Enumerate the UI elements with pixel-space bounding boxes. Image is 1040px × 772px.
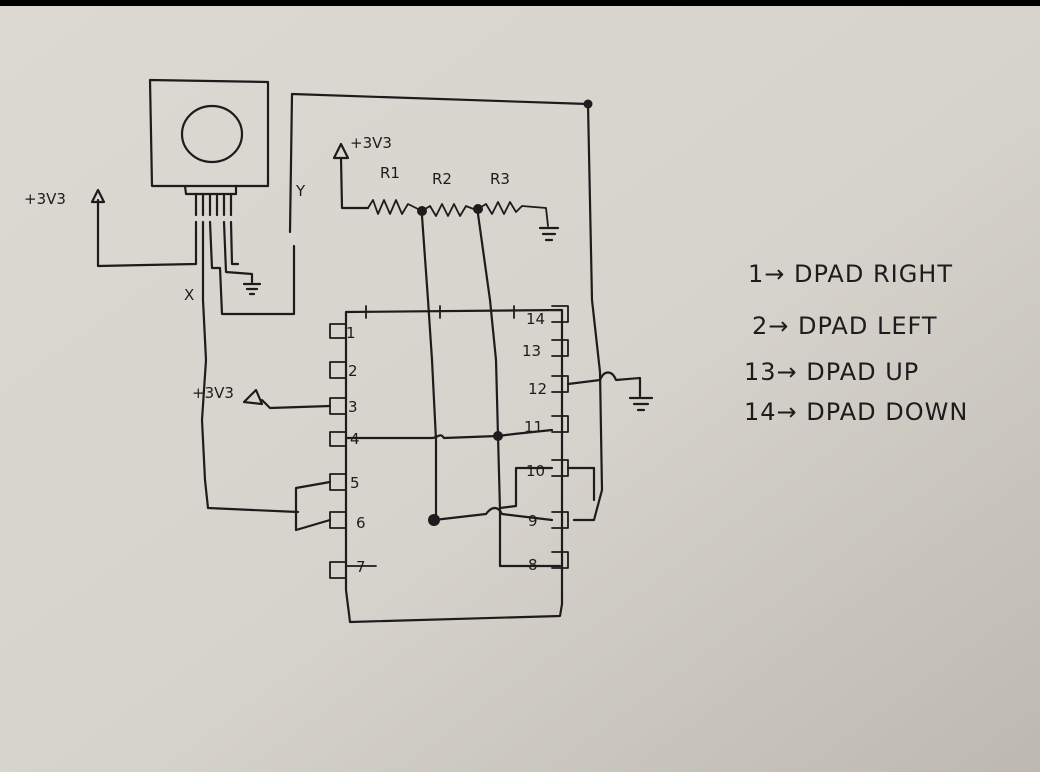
supply-label-left: +3V3 xyxy=(24,190,66,208)
supply-label-mid: +3V3 xyxy=(192,384,234,402)
resistor-r1-label: R1 xyxy=(380,164,400,182)
chip-right-pin-numbers: 14 13 12 11 10 9 8 xyxy=(522,310,547,574)
legend-line-1: 1→ DPAD RIGHT xyxy=(748,260,953,288)
resistor-r3-label: R3 xyxy=(490,170,510,188)
resistor-r1 xyxy=(367,199,421,215)
resistor-r2-label: R2 xyxy=(432,170,452,188)
supply-label-top: +3V3 xyxy=(350,134,392,152)
joystick-knob xyxy=(180,104,244,164)
paper-background xyxy=(0,6,1040,772)
pin-label-9: 9 xyxy=(528,512,538,530)
pin-label-8: 8 xyxy=(528,556,538,574)
pin-label-13: 13 xyxy=(522,342,541,360)
pin-label-5: 5 xyxy=(350,474,360,492)
joystick-module xyxy=(148,78,270,217)
pin-label-12: 12 xyxy=(528,380,547,398)
legend-line-3: 13→ DPAD UP xyxy=(744,358,919,386)
pin-mapping-legend: 1→ DPAD RIGHT 2→ DPAD LEFT 13→ DPAD UP 1… xyxy=(744,260,968,426)
resistor-chain: +3V3 R1 R2 R3 xyxy=(332,134,560,242)
resistor-r2 xyxy=(421,203,477,217)
pin-label-7: 7 xyxy=(356,558,366,576)
ic-chip xyxy=(344,305,564,624)
legend-line-4: 14→ DPAD DOWN xyxy=(744,398,968,426)
joystick-y-label: Y xyxy=(295,182,306,200)
pin-label-14: 14 xyxy=(526,310,545,328)
pin-label-3: 3 xyxy=(348,398,358,416)
pin-label-10: 10 xyxy=(526,462,545,480)
pin-label-2: 2 xyxy=(348,362,358,380)
resistor-r3 xyxy=(477,201,549,227)
pin-label-6: 6 xyxy=(356,514,366,532)
pin-label-1: 1 xyxy=(346,324,356,342)
joystick-x-label: X xyxy=(184,286,194,304)
chip-right-pin-stubs xyxy=(551,305,569,569)
legend-line-2: 2→ DPAD LEFT xyxy=(752,312,938,340)
